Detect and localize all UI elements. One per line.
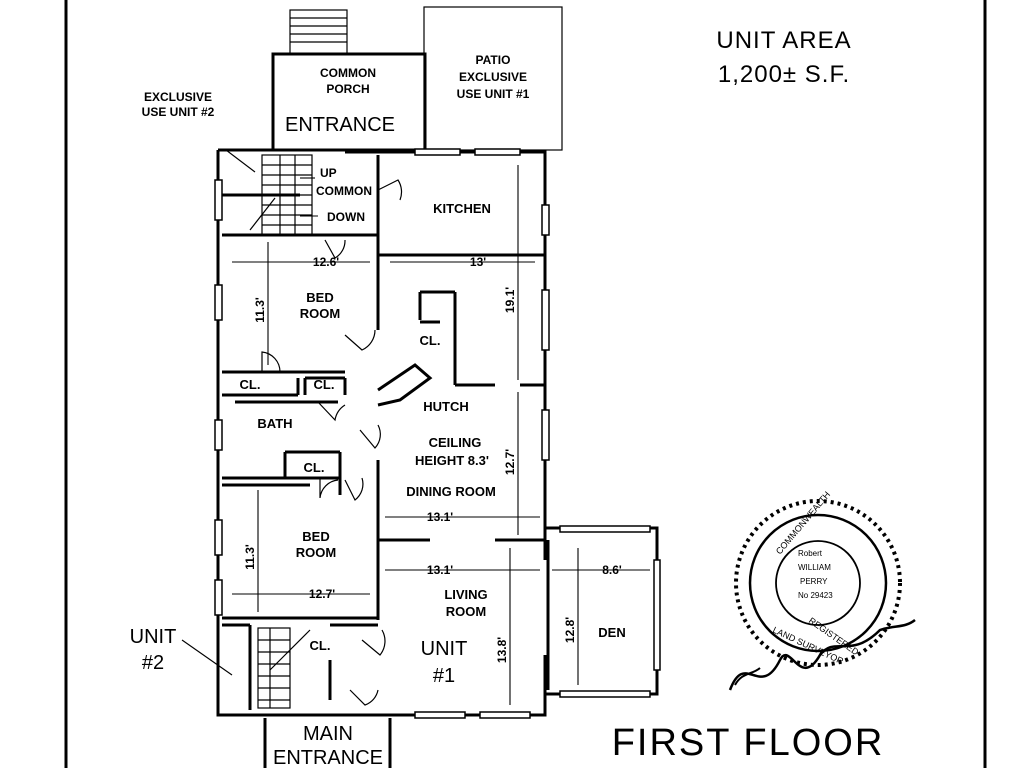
windows — [214, 148, 661, 719]
common-porch-label: COMMON — [320, 66, 376, 80]
door-swings — [261, 179, 403, 706]
unit1-label: UNIT — [421, 638, 468, 660]
kitchen-label: KITCHEN — [433, 201, 491, 216]
dim-den-width: 8.6' — [602, 563, 622, 577]
patio-label: PATIO — [476, 53, 511, 67]
lower-stairs — [257, 627, 311, 709]
unit-area-value: 1,200± S.F. — [718, 61, 850, 88]
closet-label: CL. — [314, 377, 335, 392]
common-porch-label: PORCH — [326, 82, 369, 96]
patio-label: USE UNIT #1 — [457, 87, 530, 101]
dimension-labels: 12.6' 13' 11.3' 19.1' 12.7' 13.1' 13.1' … — [243, 255, 622, 663]
closet-label: CL. — [304, 460, 325, 475]
dim-dining-width: 13.1' — [427, 510, 453, 524]
unit2-label: #2 — [142, 652, 164, 674]
dim-bedroom1-depth: 11.3' — [253, 297, 267, 323]
svg-text:No 29423: No 29423 — [798, 591, 833, 600]
dim-living-depth: 13.8' — [495, 637, 509, 663]
bedroom1-label: ROOM — [300, 306, 340, 321]
svg-text:COMMONWEALTH: COMMONWEALTH — [774, 489, 832, 556]
svg-text:Robert: Robert — [798, 549, 823, 558]
stair-up-label: UP — [320, 166, 337, 180]
entrance-label: ENTRANCE — [285, 114, 395, 136]
dim-dining-depth: 12.7' — [503, 449, 517, 475]
unit-area-label: UNIT AREA — [716, 27, 851, 54]
den-label: DEN — [598, 625, 625, 640]
closet-label: CL. — [310, 638, 331, 653]
exclusive-unit2-label: EXCLUSIVE — [144, 90, 212, 104]
bedroom2-label: BED — [302, 529, 329, 544]
dim-bedroom2-width: 12.7' — [309, 587, 335, 601]
floor-title: FIRST FLOOR — [612, 722, 885, 764]
svg-text:PERRY: PERRY — [800, 577, 828, 586]
chimney — [289, 9, 348, 55]
dim-bedroom1-width: 12.6' — [313, 255, 339, 269]
stair-down-label: DOWN — [327, 210, 365, 224]
dim-kitchen-width: 13' — [470, 255, 486, 269]
dim-bedroom2-depth: 11.3' — [243, 544, 257, 570]
surveyor-seal: COMMONWEALTH Robert WILLIAM PERRY No 294… — [728, 489, 916, 691]
dim-living-width: 13.1' — [427, 563, 453, 577]
common-porch — [271, 52, 427, 152]
svg-text:WILLIAM: WILLIAM — [798, 563, 831, 572]
upper-stairs — [249, 154, 313, 236]
room-labels: UNIT AREA 1,200± S.F. EXCLUSIVE USE UNIT… — [130, 27, 885, 768]
interior-walls — [222, 155, 550, 710]
patio-label: EXCLUSIVE — [459, 70, 527, 84]
dim-kitchen-depth: 19.1' — [503, 287, 517, 313]
main-entrance-label: MAIN — [303, 723, 353, 745]
ceiling-height-label: HEIGHT 8.3' — [415, 453, 489, 468]
ceiling-height-label: CEILING — [429, 435, 482, 450]
stair-common-label: COMMON — [316, 184, 372, 198]
unit2-label: UNIT — [130, 626, 177, 648]
page-frame — [64, 0, 987, 768]
bedroom2-label: ROOM — [296, 545, 336, 560]
closet-label: CL. — [420, 333, 441, 348]
unit1-label: #1 — [433, 665, 455, 687]
living-room-label: LIVING — [444, 587, 487, 602]
exclusive-unit2-label: USE UNIT #2 — [142, 105, 215, 119]
bath-label: BATH — [257, 416, 292, 431]
bedroom1-label: BED — [306, 290, 333, 305]
dining-room-label: DINING ROOM — [406, 484, 496, 499]
dim-den-depth: 12.8' — [563, 617, 577, 643]
closet-label: CL. — [240, 377, 261, 392]
main-entrance-steps — [263, 718, 392, 768]
living-room-label: ROOM — [446, 604, 486, 619]
hutch-cabinet — [377, 320, 440, 407]
dimension-lines — [181, 149, 650, 705]
hutch-label: HUTCH — [423, 399, 469, 414]
main-entrance-label: ENTRANCE — [273, 747, 383, 768]
